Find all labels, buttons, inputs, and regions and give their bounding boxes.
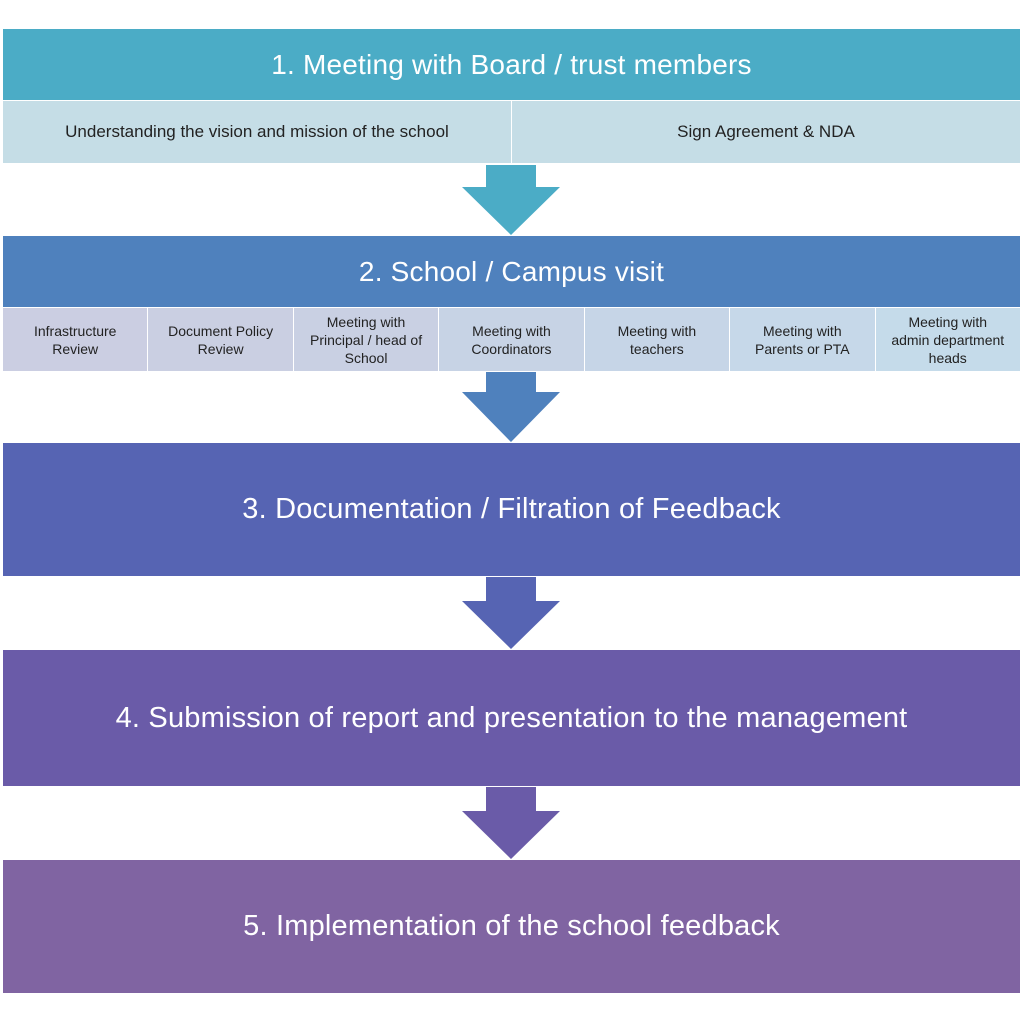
stage-5-box: 5. Implementation of the school feedback: [3, 860, 1020, 993]
stage-2-subitem: Meeting with admin department heads: [875, 308, 1020, 371]
stage-1-subitem: Understanding the vision and mission of …: [3, 101, 512, 163]
stage-1-title: 1. Meeting with Board / trust members: [271, 48, 752, 80]
flow-arrow-down-icon: [462, 787, 560, 859]
stage-2-subitems: Infrastructure Review Document Policy Re…: [3, 308, 1020, 371]
stage-1-subitems: Understanding the vision and mission of …: [3, 101, 1020, 163]
stage-5-title: 5. Implementation of the school feedback: [243, 910, 780, 942]
stage-4-title: 4. Submission of report and presentation…: [115, 701, 908, 734]
stage-3-title: 3. Documentation / Filtration of Feedbac…: [242, 493, 781, 525]
stage-2-subitem: Infrastructure Review: [3, 308, 149, 371]
stage-3-box: 3. Documentation / Filtration of Feedbac…: [3, 443, 1020, 576]
stage-4-box: 4. Submission of report and presentation…: [3, 650, 1020, 786]
stage-2-subitem: Meeting with teachers: [584, 308, 731, 371]
stage-2-subitem: Document Policy Review: [148, 308, 294, 371]
stage-2-subitem: Meeting with Principal / head of School: [293, 308, 440, 371]
flow-arrow-down-icon: [462, 577, 560, 649]
stage-2-title: 2. School / Campus visit: [358, 255, 665, 287]
stage-2-header: 2. School / Campus visit: [3, 236, 1020, 307]
stage-2-subitem: Meeting with Parents or PTA: [730, 308, 876, 371]
stage-1-header: 1. Meeting with Board / trust members: [3, 29, 1020, 100]
flow-arrow-down-icon: [462, 165, 560, 235]
flow-arrow-down-icon: [462, 372, 560, 442]
stage-2-subitem: Meeting with Coordinators: [439, 308, 585, 371]
stage-1-subitem: Sign Agreement & NDA: [512, 101, 1020, 163]
